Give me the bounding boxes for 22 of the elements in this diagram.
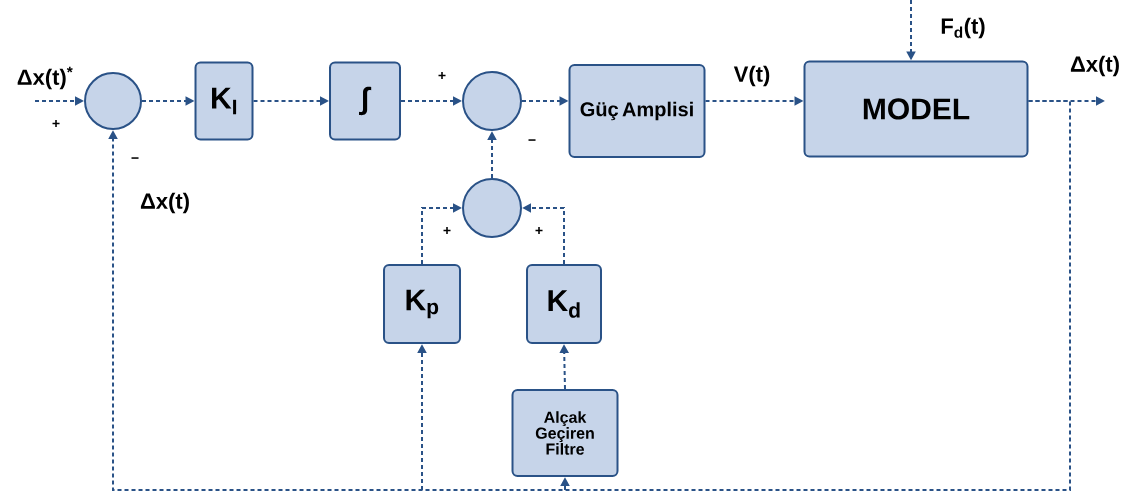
- sign-label: +: [443, 226, 451, 234]
- summing-junction: [462, 178, 522, 238]
- sign-label: +: [535, 226, 543, 234]
- sign-label: +: [438, 71, 446, 79]
- sign-label: +: [52, 119, 60, 127]
- signal-label: Δx(t): [139, 191, 191, 215]
- signal-label: Δx(t): [1069, 54, 1121, 78]
- block-box: Güç Amplisi: [568, 64, 706, 158]
- sign-label: −: [131, 157, 139, 159]
- block-box: Alçak Geçiren Filtre: [511, 389, 619, 477]
- block-box: MODEL: [803, 60, 1029, 158]
- block-box: ∫: [329, 61, 401, 141]
- block-box: K$_{p}$: [383, 264, 461, 344]
- summing-junction: [84, 72, 142, 130]
- sign-label: −: [528, 139, 536, 141]
- signal-label: Δx(t)$^{*}$: [15, 65, 75, 91]
- arrow: [108, 100, 1071, 491]
- signal-label: V(t): [732, 64, 772, 88]
- signal-label: F$_{d}$(t): [939, 16, 987, 40]
- summing-junction: [462, 71, 522, 131]
- block-box: K$_{d}$: [526, 264, 602, 344]
- block-box: K$_{I}$: [194, 61, 254, 141]
